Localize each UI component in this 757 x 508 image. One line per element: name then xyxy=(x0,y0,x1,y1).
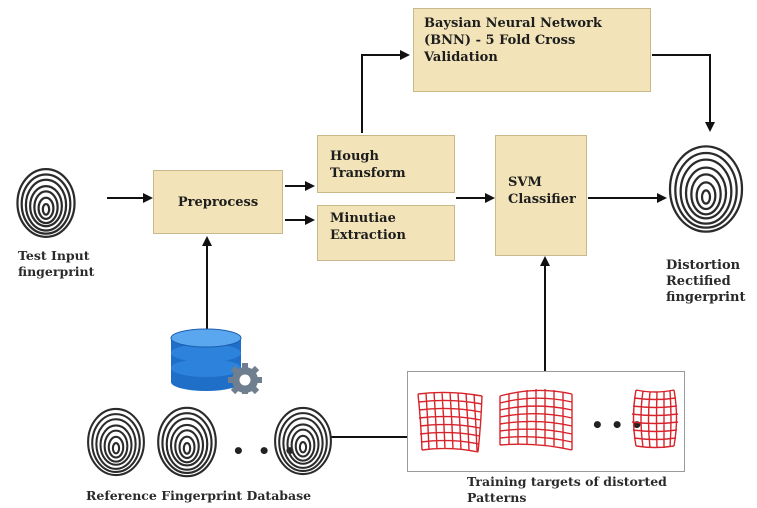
distortion-rectified-fingerprint-icon xyxy=(668,145,744,233)
reference-ellipsis: • • • xyxy=(232,439,300,463)
bnn-box: Baysian Neural Network (BNN) - 5 Fold Cr… xyxy=(413,8,651,92)
training-targets-label: Training targets of distorted Patterns xyxy=(467,474,667,505)
distorted-grid-icon xyxy=(417,391,483,453)
hough-transform-box: Hough Transform xyxy=(317,135,455,193)
minutiae-extraction-label: Minutiae Extraction xyxy=(330,211,406,243)
arrow-hough-to-bnn xyxy=(361,50,410,133)
distortion-rectified-label: Distortion Rectified fingerprint xyxy=(666,258,746,305)
preprocess-box: Preprocess xyxy=(153,170,283,234)
database-gear-icon xyxy=(170,328,262,394)
database-icon xyxy=(170,328,242,391)
training-patterns-panel: • • • xyxy=(407,371,685,472)
test-input-label: Test Input fingerprint xyxy=(18,248,95,279)
preprocess-label: Preprocess xyxy=(177,194,259,210)
distorted-grid-icon xyxy=(499,389,573,451)
test-input-fingerprint-icon xyxy=(16,168,76,238)
minutiae-extraction-box: Minutiae Extraction xyxy=(317,205,455,261)
reference-fingerprint-icon xyxy=(274,406,332,476)
reference-database-label: Reference Fingerprint Database xyxy=(86,488,312,503)
hough-transform-label: Hough Transform xyxy=(330,149,406,181)
bnn-label: Baysian Neural Network (BNN) - 5 Fold Cr… xyxy=(424,16,602,65)
distorted-grids: • • • xyxy=(417,389,679,453)
reference-fingerprint-icon xyxy=(157,406,217,478)
svm-classifier-box: SVM Classifier xyxy=(495,135,587,256)
reference-fingerprint-icon xyxy=(87,407,145,477)
distorted-grid-icon xyxy=(631,389,679,449)
training-ellipsis: • • • xyxy=(591,413,643,437)
svm-classifier-label: SVM Classifier xyxy=(508,175,576,207)
arrow-bnn-to-output xyxy=(652,54,715,132)
